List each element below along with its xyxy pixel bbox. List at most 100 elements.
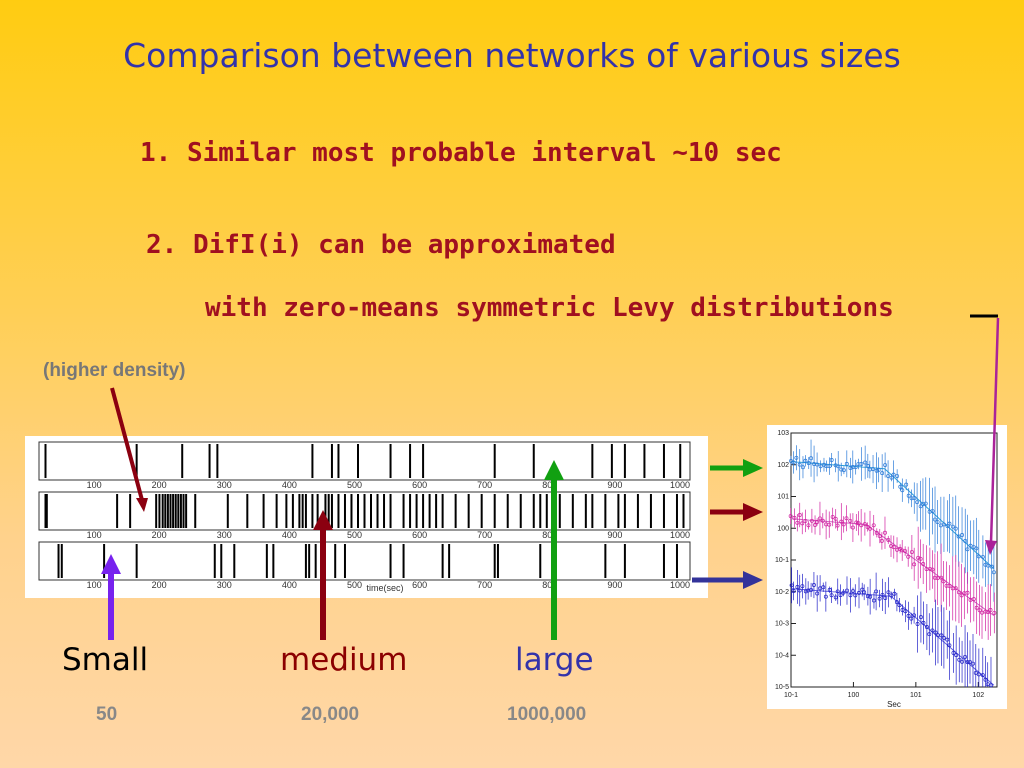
data-point: [971, 661, 975, 666]
data-point: [844, 461, 849, 466]
raster-tick-label: 700: [477, 530, 492, 540]
data-point: [833, 595, 838, 600]
data-point: [792, 515, 797, 520]
data-point: [989, 564, 994, 569]
y-tick-label: 103: [777, 430, 789, 437]
data-point: [945, 523, 950, 528]
data-point: [795, 520, 800, 525]
raster-tick-label: 800: [542, 580, 557, 590]
raster-tick-label: 600: [412, 480, 427, 490]
data-point: [957, 657, 962, 662]
data-point: [930, 509, 935, 513]
plot-frame: [790, 432, 998, 688]
data-point: [965, 547, 970, 552]
slide-title: Comparison between networks of various s…: [123, 36, 901, 75]
data-point: [974, 546, 979, 551]
data-point: [941, 635, 946, 640]
data-point: [815, 462, 820, 467]
data-point: [965, 590, 970, 595]
raster-tick-label: 500: [347, 580, 362, 590]
data-point: [886, 474, 891, 478]
data-point: [803, 458, 808, 463]
point-1: 1. Similar most probable interval ~10 se…: [140, 138, 782, 168]
data-point: [800, 521, 805, 526]
data-point: [933, 517, 937, 522]
raster-tick-label: 900: [607, 530, 622, 540]
data-point: [844, 516, 849, 521]
raster-tick-label: 100: [87, 480, 102, 490]
y-tick-label: 10-2: [775, 589, 789, 596]
data-point: [973, 670, 978, 675]
data-point: [906, 613, 911, 618]
data-point: [954, 653, 959, 658]
raster-tick-label: 100: [87, 580, 102, 590]
data-point: [797, 513, 802, 517]
data-point: [818, 464, 823, 469]
data-point: [903, 549, 908, 554]
data-point: [848, 518, 853, 523]
data-point: [891, 472, 896, 477]
data-point: [868, 594, 873, 599]
data-point: [909, 496, 914, 501]
data-point: [845, 588, 849, 593]
data-point: [876, 467, 881, 472]
data-point: [915, 500, 920, 505]
data-point: [853, 465, 858, 470]
y-tick-label: 101: [777, 494, 789, 501]
raster-tick-label: 400: [282, 480, 297, 490]
data-point: [976, 554, 981, 559]
plot-series-2: [789, 567, 995, 688]
raster-row-small-frame: [38, 541, 691, 581]
raster-tick-label: 300: [217, 480, 232, 490]
data-point: [871, 467, 875, 471]
data-point: [788, 514, 793, 518]
red-right-arrow-head: [743, 503, 763, 521]
data-point: [794, 455, 799, 460]
data-point: [947, 521, 952, 526]
raster-tick-label: 500: [347, 530, 362, 540]
x-tick-label: 102: [972, 692, 984, 699]
data-point: [894, 600, 899, 605]
raster-tick-label: 900: [607, 480, 622, 490]
data-point: [960, 659, 965, 664]
data-point: [918, 556, 923, 561]
data-point: [789, 583, 794, 588]
data-point: [850, 525, 855, 530]
data-point: [939, 633, 944, 638]
data-point: [880, 471, 885, 476]
data-point: [959, 593, 964, 598]
data-point: [935, 576, 940, 581]
data-point: [912, 562, 917, 567]
data-point: [942, 522, 946, 527]
data-point: [795, 584, 800, 589]
data-point: [835, 589, 840, 594]
data-point: [818, 516, 822, 521]
data-point: [909, 550, 914, 554]
data-point: [809, 518, 814, 523]
data-point: [986, 563, 991, 568]
raster-tick-label: 200: [152, 580, 167, 590]
data-point: [809, 587, 814, 592]
raster-tick-label: 300: [217, 530, 232, 540]
network-count-medium: 20,000: [301, 704, 360, 725]
data-point: [989, 683, 993, 688]
raster-tick-label: 900: [607, 580, 622, 590]
y-tick-label: 10-4: [775, 652, 789, 659]
y-tick-label: 10-5: [775, 684, 789, 691]
data-point: [924, 625, 929, 629]
y-tick-label: 10-1: [775, 557, 789, 564]
data-point: [803, 589, 808, 594]
data-point: [904, 482, 909, 487]
data-point: [865, 594, 870, 599]
data-point: [985, 682, 990, 687]
data-point: [800, 584, 805, 589]
data-point: [865, 463, 870, 468]
network-count-small: 50: [96, 704, 118, 725]
data-point: [988, 608, 993, 612]
data-point: [977, 608, 982, 613]
data-point: [915, 621, 920, 626]
data-point: [971, 597, 976, 602]
